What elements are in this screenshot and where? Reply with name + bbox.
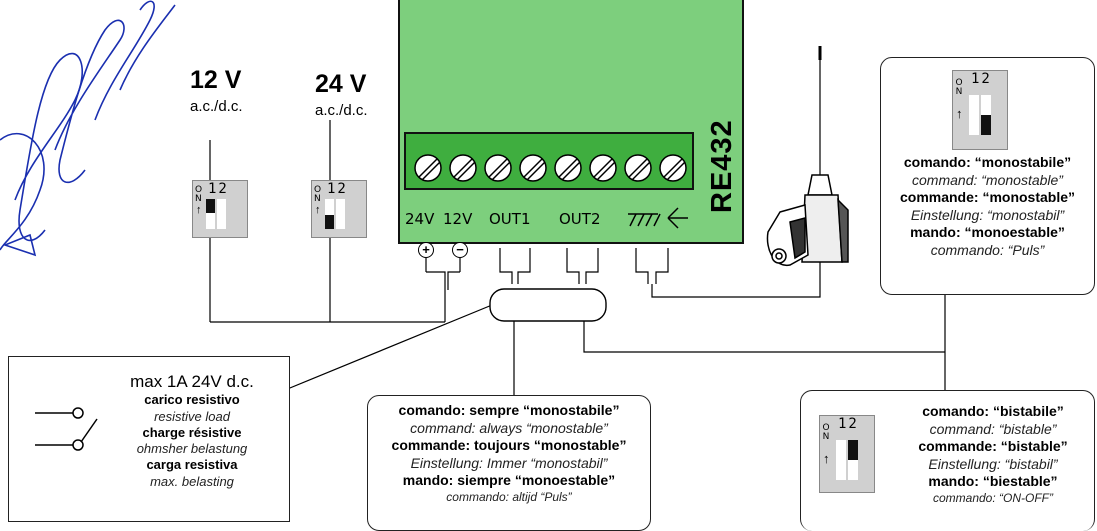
dip-switch-12v: 12 ON ↑ <box>192 180 248 238</box>
watermark-logo <box>0 0 176 257</box>
polarity-minus-icon: − <box>452 242 468 258</box>
out1-line-fr: commande: toujours “monostable” <box>391 437 627 453</box>
polarity-plus-icon: + <box>418 242 434 258</box>
terminal-12v-label: 12V <box>443 210 473 228</box>
terminal-24v-label: 24V <box>405 210 435 228</box>
load-line-en: resistive load <box>154 408 230 424</box>
terminal-out1-label: OUT1 <box>489 210 531 228</box>
load-line-nl: max. belasting <box>150 473 234 489</box>
dip-slider-1 <box>836 440 846 480</box>
bi-line-de: Einstellung: “bistabil” <box>928 455 1058 472</box>
mono-line-de: Einstellung: “monostabil” <box>910 206 1065 223</box>
out1-line-en: command: always “monostable” <box>410 419 608 436</box>
arrow-up-icon: ↑ <box>315 204 321 216</box>
load-line-fr: charge résistive <box>142 424 242 440</box>
terminal-screws <box>414 154 687 182</box>
monostable-mode-box: 12 ON ↑ comando: “monostabile” command: … <box>880 57 1095 295</box>
arrow-up-icon: ↑ <box>196 204 202 216</box>
bistable-mode-box: 12 ON ↑ comando: “bistabile” command: “b… <box>800 390 1095 531</box>
bi-line-es: mando: “biestable” <box>928 473 1058 489</box>
relay-contact-icon <box>35 407 98 451</box>
terminal-out2-label: OUT2 <box>559 210 601 228</box>
supply-12v-type: a.c./d.c. <box>190 98 243 115</box>
mono-line-en: command: “monostable” <box>912 171 1063 188</box>
load-line-es: carga resistiva <box>146 457 238 473</box>
dip-switch-bistable: 12 ON ↑ <box>819 415 875 493</box>
mono-line-it: comando: “monostabile” <box>903 154 1072 170</box>
dip-slider-1 <box>969 95 979 135</box>
dip-slider-2 <box>336 199 345 229</box>
out1-line-nl: commando: altijd “Puls” <box>446 489 572 504</box>
mono-line-es: mando: “monoestable” <box>910 224 1065 240</box>
arrow-up-icon: ↑ <box>956 106 963 121</box>
receiver-model: RE432 <box>706 119 738 213</box>
dip-slider-2 <box>848 440 858 480</box>
dip-slider-1 <box>206 199 215 229</box>
bi-line-fr: commande: “bistable” <box>918 438 1068 454</box>
load-line-de: ohmsher belastung <box>136 441 248 456</box>
load-title: max 1A 24V d.c. <box>130 372 254 391</box>
out1-mode-box: comando: sempre “monostabile” command: a… <box>367 395 651 531</box>
mono-line-nl: commando: “Puls” <box>930 241 1045 258</box>
supply-12v-label: 12 V <box>190 66 242 94</box>
ground-and-antenna-symbols <box>628 207 688 229</box>
out1-line-de: Einstellung: Immer “monostabil” <box>410 454 608 471</box>
wire-bundle-marker <box>489 288 607 322</box>
dip-switch-24v: 12 ON ↑ <box>311 180 367 238</box>
supply-24v-type: a.c./d.c. <box>315 102 368 119</box>
out1-line-it: comando: sempre “monostabile” <box>398 402 620 418</box>
receiver-board <box>398 0 744 244</box>
load-spec-box: max 1A 24V d.c. carico resistivo resisti… <box>8 356 290 522</box>
dip-slider-1 <box>325 199 334 229</box>
external-antenna-icon <box>766 46 849 266</box>
load-line-it: carico resistivo <box>144 392 240 408</box>
bi-line-en: command: “bistable” <box>929 420 1057 437</box>
mono-line-fr: commande: “monostable” <box>899 189 1076 205</box>
arrow-up-icon: ↑ <box>823 451 830 466</box>
dip-slider-2 <box>217 199 226 229</box>
bi-line-nl: commando: “ON-OFF” <box>932 490 1053 505</box>
out1-line-es: mando: siempre “monoestable” <box>402 472 616 488</box>
dip-slider-2 <box>981 95 991 135</box>
bi-line-it: comando: “bistabile” <box>922 403 1064 419</box>
terminal-block <box>404 132 694 190</box>
dip-switch-monostable: 12 ON ↑ <box>952 70 1008 150</box>
supply-24v-label: 24 V <box>315 70 367 98</box>
